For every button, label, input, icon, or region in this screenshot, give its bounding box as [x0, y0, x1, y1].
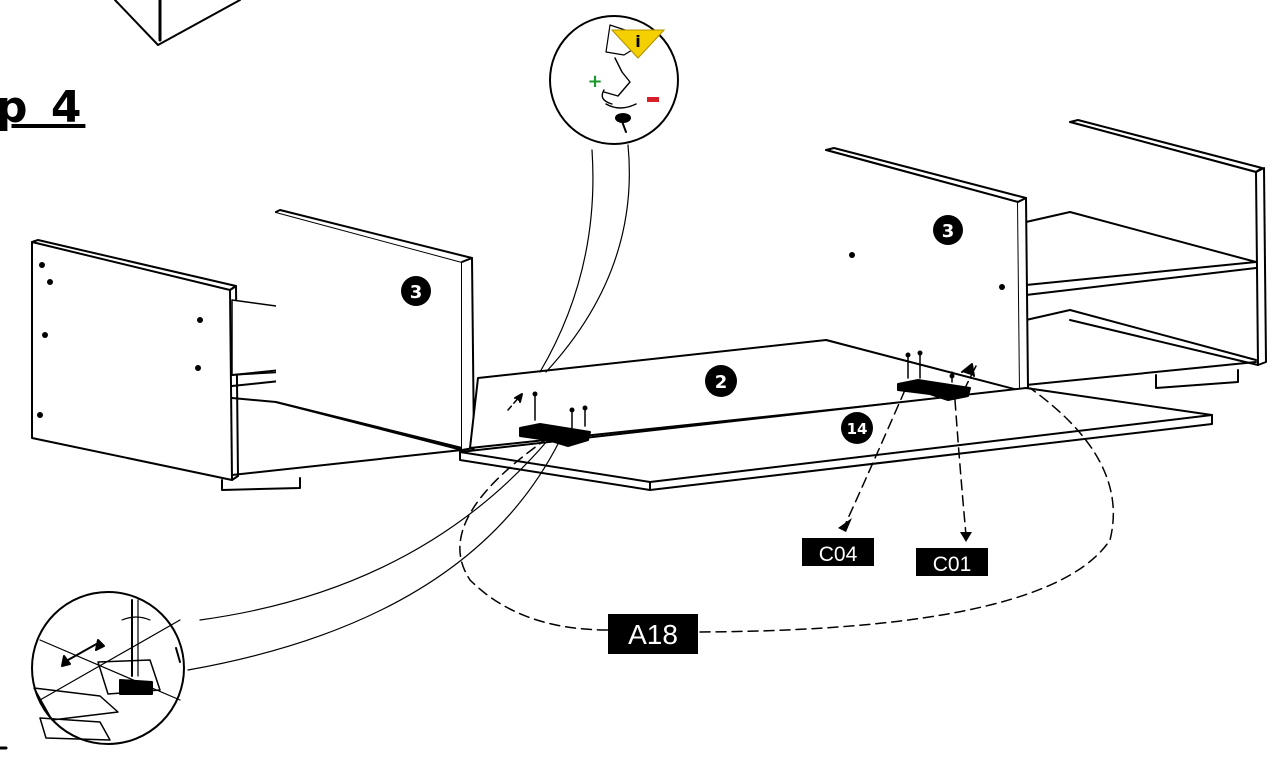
part-number: 3	[410, 282, 423, 303]
leader-lines	[459, 387, 1115, 633]
part-badge-3-right: 3	[933, 215, 963, 245]
step-title: p 4	[0, 82, 86, 132]
back-panel	[459, 387, 1213, 491]
hardware-label-c04: C04	[802, 538, 874, 566]
info-icon: i	[635, 32, 640, 51]
part-number: 3	[942, 221, 955, 242]
cam-fittings-left	[507, 391, 591, 447]
leader-arrowheads	[838, 518, 972, 542]
callout-connectors	[187, 144, 630, 671]
hardware-code: C01	[933, 553, 972, 576]
right-unit	[825, 119, 1267, 393]
info-symbols: i +	[587, 29, 666, 102]
hardware-code: C04	[819, 543, 858, 566]
part-badge-14: 14	[841, 412, 873, 444]
part-badge-2: 2	[705, 365, 737, 397]
part-number: 2	[715, 372, 728, 393]
cam-fittings-right	[897, 350, 977, 401]
hardware-label-c01: C01	[916, 548, 988, 576]
minus-icon	[647, 97, 659, 102]
part-badge-3-left: 3	[401, 276, 431, 306]
previous-step-fragment	[114, 0, 241, 46]
hardware-label-a18: A18	[608, 614, 698, 654]
plus-icon: +	[587, 71, 602, 92]
hardware-code: A18	[628, 619, 678, 650]
part-number: 14	[847, 420, 868, 438]
left-unit	[31, 209, 475, 491]
detail-magnifier	[0, 540, 185, 760]
warning-triangle-icon	[610, 29, 666, 59]
